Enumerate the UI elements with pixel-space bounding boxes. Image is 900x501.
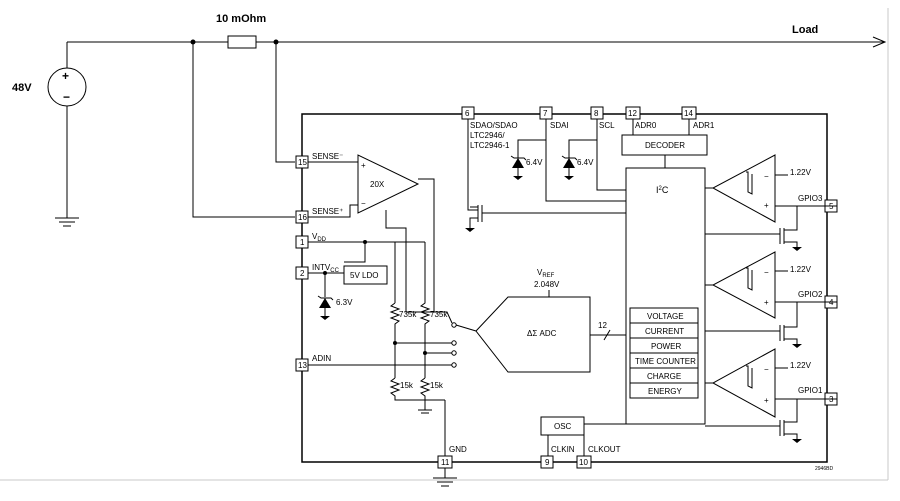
adc-block: ΔΣ ADC VREF 2.048V 12 xyxy=(475,268,626,373)
voltage-dividers: 5V LDO 6.3V 735k 15k 735k 15k xyxy=(308,240,477,414)
external-circuit: 10 mOhm Load + − 48V xyxy=(0,8,889,481)
pin-7-num: 7 xyxy=(543,109,548,118)
pin-14-label: ADR1 xyxy=(693,121,715,130)
oscillator-block: OSC xyxy=(540,416,626,456)
pin-15-label: SENSE⁻ xyxy=(312,152,343,161)
pin-6-num: 6 xyxy=(465,109,470,118)
svg-text:−: − xyxy=(764,365,769,374)
pin-2-label: INTVCC xyxy=(312,263,340,274)
pin-11-label: GND xyxy=(449,445,467,454)
part-name-1: LTC2946/ xyxy=(470,131,505,140)
ldo-block xyxy=(343,265,388,285)
pin-8-label: SCL xyxy=(599,121,615,130)
register-list: VOLTAGE CURRENT POWER TIME COUNTER CHARG… xyxy=(629,307,699,399)
right-pins: 5 GPIO3 4 GPIO2 3 GPIO1 xyxy=(798,194,838,406)
svg-text:+: + xyxy=(764,298,769,307)
pin-9-label: CLKIN xyxy=(551,445,575,454)
pin-8-num: 8 xyxy=(594,109,599,118)
pin-6-label: SDAO/SDAO xyxy=(470,121,518,130)
pin-10-num: 10 xyxy=(579,458,588,467)
pin-11-num: 11 xyxy=(441,458,450,467)
gpio1-comparator: − + 1.22V xyxy=(705,348,837,443)
register-voltage: VOLTAGE xyxy=(647,312,684,321)
gpio1-ref-label: 1.22V xyxy=(790,361,812,370)
left-pins: 15 SENSE⁻ 16 SENSE⁺ 1 VDD 2 INTVCC 13 AD… xyxy=(295,152,343,372)
i2c-label: I2C xyxy=(656,185,669,195)
decoder-block: DECODER xyxy=(621,119,708,168)
register-charge: CHARGE xyxy=(647,372,681,381)
load-label: Load xyxy=(792,24,818,36)
svg-text:+: + xyxy=(764,201,769,210)
pin-5-label: GPIO3 xyxy=(798,194,823,203)
svg-text:−: − xyxy=(764,268,769,277)
pin-12-num: 12 xyxy=(628,109,637,118)
ldo-label: 5V LDO xyxy=(350,271,378,280)
divider-top-right-label: 735k xyxy=(430,310,448,319)
svg-text:+: + xyxy=(62,69,69,83)
gpio2-ref-label: 1.22V xyxy=(790,265,812,274)
register-energy: ENERGY xyxy=(648,387,682,396)
vref-value: 2.048V xyxy=(534,280,560,289)
zener-sdai-label: 6.4V xyxy=(577,158,594,167)
divider-bot-left-label: 15k xyxy=(400,381,414,390)
pin-12-label: ADR0 xyxy=(635,121,657,130)
pin-16-num: 16 xyxy=(298,213,307,222)
adc-label: ΔΣ ADC xyxy=(527,329,557,338)
vref-label: VREF xyxy=(537,268,555,279)
adc-bits-label: 12 xyxy=(598,321,607,330)
sense-resistor-label: 10 mOhm xyxy=(216,13,266,25)
pin-13-label: ADIN xyxy=(312,354,331,363)
gpio2-comparator: − + 1.22V xyxy=(705,251,837,348)
register-time-counter: TIME COUNTER xyxy=(635,357,696,366)
svg-text:+: + xyxy=(361,161,366,170)
svg-text:−: − xyxy=(63,90,70,104)
bottom-pins: 11 GND 9 CLKIN 10 CLKOUT xyxy=(425,399,621,487)
source-ground-symbol xyxy=(55,217,79,227)
pin-1-label: VDD xyxy=(312,232,327,243)
pin-10-label: CLKOUT xyxy=(588,445,621,454)
pin-4-label: GPIO2 xyxy=(798,290,823,299)
sense-amplifier: 20X + − xyxy=(308,154,435,305)
figure-id: 2946BD xyxy=(815,466,833,472)
divider-bot-right-label: 15k xyxy=(430,381,444,390)
decoder-label: DECODER xyxy=(645,141,685,150)
gpio3-comparator: − + 1.22V xyxy=(705,154,837,251)
pin-1-num: 1 xyxy=(300,238,305,247)
svg-text:−: − xyxy=(764,172,769,181)
pin-13-num: 13 xyxy=(298,361,307,370)
pin-14-num: 14 xyxy=(684,109,693,118)
sdao-output xyxy=(465,119,626,232)
svg-text:−: − xyxy=(361,199,366,208)
pin-2-num: 2 xyxy=(300,269,305,278)
divider-top-left-label: 735k xyxy=(399,310,417,319)
amp-gain-label: 20X xyxy=(370,180,385,189)
top-pins: 6 SDAO/SDAO LTC2946/ LTC2946-1 7 SDAI 8 … xyxy=(461,106,715,150)
part-name-2: LTC2946-1 xyxy=(470,141,510,150)
pin-16-label: SENSE⁺ xyxy=(312,207,343,216)
pin-7-label: SDAI xyxy=(550,121,569,130)
svg-text:+: + xyxy=(764,396,769,405)
source-voltage-label: 48V xyxy=(12,82,32,94)
register-current: CURRENT xyxy=(645,327,684,336)
zener-sdao-label: 6.4V xyxy=(526,158,543,167)
zener-intvcc-label: 6.3V xyxy=(336,298,353,307)
sdai-scl-lines: 6.4V 6.4V xyxy=(510,119,626,202)
pin-15-num: 15 xyxy=(298,158,307,167)
register-power: POWER xyxy=(651,342,681,351)
chip-outline xyxy=(301,113,828,463)
pin-3-label: GPIO1 xyxy=(798,386,823,395)
sense-resistor xyxy=(227,35,257,49)
osc-label: OSC xyxy=(554,422,572,431)
gpio3-ref-label: 1.22V xyxy=(790,168,812,177)
pin-9-num: 9 xyxy=(545,458,550,467)
